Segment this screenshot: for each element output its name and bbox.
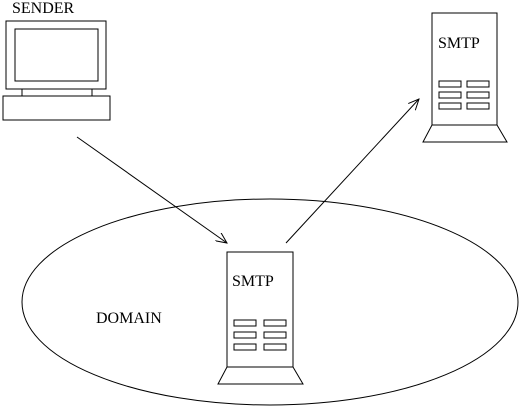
server-base — [217, 366, 304, 385]
arrow-local-to-remote-smtp — [285, 99, 419, 244]
sender-label: SENDER — [12, 0, 75, 17]
arrow-sender-to-local-smtp — [76, 136, 227, 243]
smtp-remote-server-icon — [422, 12, 508, 143]
monitor-frame — [5, 20, 107, 90]
monitor-screen — [14, 28, 99, 82]
smtp-remote-label: SMTP — [438, 35, 480, 52]
smtp-local-label: SMTP — [232, 273, 274, 290]
monitor-stand — [21, 89, 93, 97]
smtp-local-server-icon — [217, 251, 304, 385]
server-body — [431, 12, 498, 126]
server-base — [422, 124, 508, 143]
keyboard — [2, 95, 111, 121]
domain-ellipse — [21, 198, 519, 406]
domain-label: DOMAIN — [96, 310, 162, 327]
sender-computer-icon — [2, 20, 111, 121]
